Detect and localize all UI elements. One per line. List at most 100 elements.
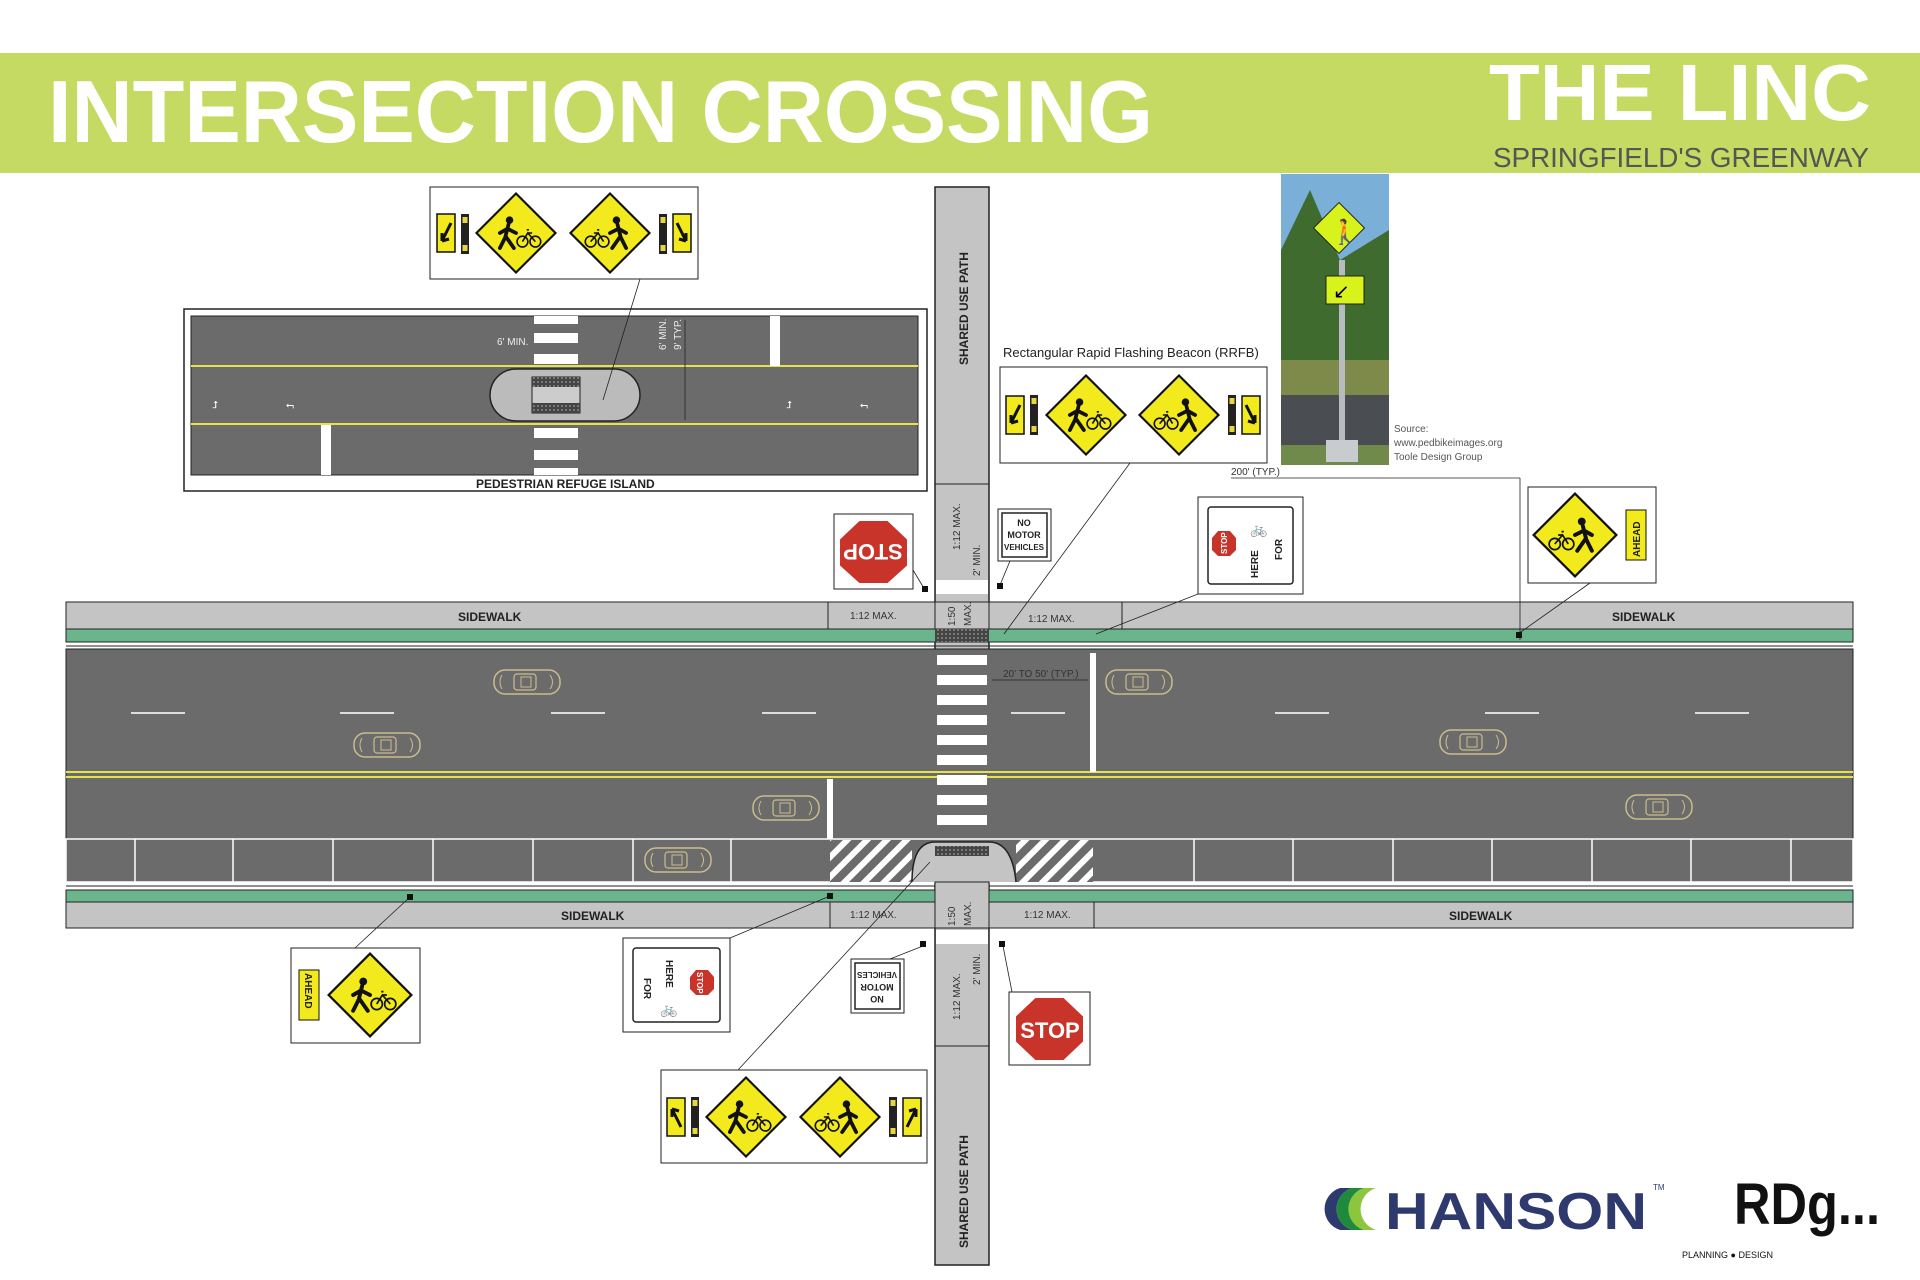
lane-dash [1485, 712, 1539, 714]
island-depth-dim-1: 6' MIN. [658, 319, 669, 350]
sign-text-motor: MOTOR [1007, 530, 1041, 540]
brand-title: THE LINC [1489, 48, 1871, 137]
header-band: INTERSECTION CROSSING THE LINC SPRINGFIE… [0, 48, 1920, 173]
island-depth-dim-2: 9' TYP. [673, 319, 684, 350]
ramp-slope-nw: 1:12 MAX. [850, 611, 897, 622]
crosswalk-bar [937, 675, 987, 685]
roadway: 20' TO 50' (TYP.) [65, 648, 1854, 883]
no-motor-vehicles-sign-south: NO MOTOR VEHICLES [850, 941, 926, 1014]
bike-icon: 🚲 [1250, 521, 1267, 538]
sign-text-here: HERE [663, 960, 674, 988]
crosswalk-bar [937, 655, 987, 665]
ahead-warning-sign-west: AHEAD [290, 894, 421, 1044]
turn-arrow-icon: ⮥ [212, 400, 218, 411]
rrfb-photo: 🚶 ↙ Source: www.pedbikeimages.org Toole … [1281, 174, 1502, 465]
stop-sign-text: STOP [843, 539, 903, 564]
path-gap-top: 2' MIN. [972, 545, 983, 576]
ramp-slope-ne: 1:12 MAX. [1028, 614, 1075, 625]
crosswalk-bar [937, 795, 987, 805]
hanson-wordmark: HANSON [1385, 1183, 1647, 1241]
arrow-icon: ↙ [1333, 281, 1350, 303]
turn-arrow-icon: ⮢ [286, 400, 294, 411]
stop-bar-west [827, 779, 833, 839]
sign-text-ahead: AHEAD [302, 973, 313, 1009]
sign-text-no: NO [870, 994, 884, 1004]
landing-slope-n: 1:50 [947, 606, 958, 626]
sign-text-stop: STOP [695, 972, 704, 994]
crosswalk-bar [937, 815, 987, 825]
lane-dash [1011, 712, 1065, 714]
crosswalk-bar [937, 715, 987, 725]
path-slope-top: 1:12 MAX. [952, 503, 963, 550]
rdg-wordmark: RDg... [1734, 1172, 1880, 1237]
path-label-top: SHARED USE PATH [957, 252, 971, 365]
turn-arrow-icon: ⮥ [786, 400, 792, 411]
stop-sign-south: STOP [999, 941, 1091, 1066]
turn-arrow-icon: ⮢ [860, 400, 868, 411]
sign-text-vehicles: VEHICLES [856, 970, 897, 979]
island-width-dim: 6' MIN. [497, 337, 528, 348]
curb-extension-hatch-east [1016, 840, 1093, 882]
rrfb-sign-assembly-bottom [660, 861, 931, 1164]
stop-sign-north: STOP [833, 513, 928, 592]
stop-sign-text: STOP [1020, 1018, 1080, 1043]
lane-dash [340, 712, 394, 714]
lane-dashes [131, 712, 1749, 714]
sign-text-for: FOR [641, 978, 652, 1000]
path-label-bottom: SHARED USE PATH [957, 1135, 971, 1248]
bike-icon: 🚲 [660, 1001, 677, 1018]
hanson-tm: TM [1653, 1183, 1665, 1192]
rrfb-sign-assembly-top [429, 186, 699, 401]
page-title: INTERSECTION CROSSING [48, 62, 1153, 161]
stop-bar-east [1090, 653, 1096, 772]
sign-text-motor: MOTOR [860, 982, 894, 992]
crosswalk [937, 655, 987, 825]
sidewalk-south: SIDEWALK SIDEWALK 1:12 MAX. 1:12 MAX. 1:… [65, 881, 1854, 929]
curb-extension-hatch-west [830, 840, 912, 882]
no-motor-vehicles-sign-north: NO MOTOR VEHICLES [997, 508, 1052, 589]
lane-dash [1275, 712, 1329, 714]
refuge-island-inset: ⮥ ⮢ ⮥ ⮢ 6' MIN. 6' MIN. 9' TYP. PEDESTRI… [183, 308, 928, 492]
ahead-warning-sign-east: AHEAD [1516, 486, 1657, 638]
sidewalk-label-se: SIDEWALK [1449, 909, 1513, 923]
lane-dash [131, 712, 185, 714]
path-gap-bottom: 2' MIN. [972, 954, 983, 985]
sidewalk-label-sw: SIDEWALK [561, 909, 625, 923]
rdg-tagline: PLANNING ● DESIGN [1682, 1250, 1773, 1260]
crosswalk-bar [937, 695, 987, 705]
crosswalk-bar [937, 755, 987, 765]
refuge-island-caption: PEDESTRIAN REFUGE ISLAND [476, 477, 655, 491]
parking-stall-lines [134, 839, 1792, 882]
beacon-spacing-dim: 200' (TYP.) [1231, 467, 1280, 478]
stop-here-for-sign-north: STOP HERE FOR 🚲 [1095, 496, 1304, 635]
sign-text-for: FOR [1274, 538, 1285, 560]
sidewalk-north: SIDEWALK SIDEWALK 1:12 MAX. 1:12 MAX. 1:… [65, 601, 1854, 647]
crosswalk-bar [937, 775, 987, 785]
lane-dash [551, 712, 605, 714]
photo-source-3: Toole Design Group [1394, 452, 1483, 463]
ramp-slope-se: 1:12 MAX. [1024, 910, 1071, 921]
photo-source-1: Source: [1394, 424, 1428, 435]
pedestrian-icon: 🚶 [1330, 218, 1360, 246]
ramp-slope-sw: 1:12 MAX. [850, 910, 897, 921]
photo-source-2: www.pedbikeimages.org [1393, 438, 1502, 449]
path-slope-bottom: 1:12 MAX. [952, 973, 963, 1020]
landing-slope-s: 1:50 [947, 906, 958, 926]
hanson-logo: HANSON TM [1324, 1183, 1665, 1241]
sign-text-here: HERE [1250, 550, 1261, 578]
lane-dash [762, 712, 816, 714]
sign-text-ahead: AHEAD [1632, 521, 1643, 557]
stop-here-for-sign-south: STOP HERE FOR 🚲 [622, 893, 833, 1033]
brand-subtitle: SPRINGFIELD'S GREENWAY [1493, 142, 1869, 173]
sign-text-no: NO [1017, 518, 1031, 528]
sidewalk-label-nw: SIDEWALK [458, 610, 522, 624]
crosswalk-bar [937, 735, 987, 745]
rrfb-caption: Rectangular Rapid Flashing Beacon (RRFB) [1003, 345, 1259, 360]
stop-bar-distance: 20' TO 50' (TYP.) [1003, 669, 1079, 680]
rrfb-sign-assembly-right: Rectangular Rapid Flashing Beacon (RRFB)… [999, 345, 1521, 640]
landing-max-n: MAX. [963, 602, 974, 626]
rdg-logo: RDg... PLANNING ● DESIGN [1682, 1172, 1880, 1260]
sign-text-vehicles: VEHICLES [1004, 543, 1045, 552]
sign-text-stop: STOP [1220, 532, 1229, 554]
